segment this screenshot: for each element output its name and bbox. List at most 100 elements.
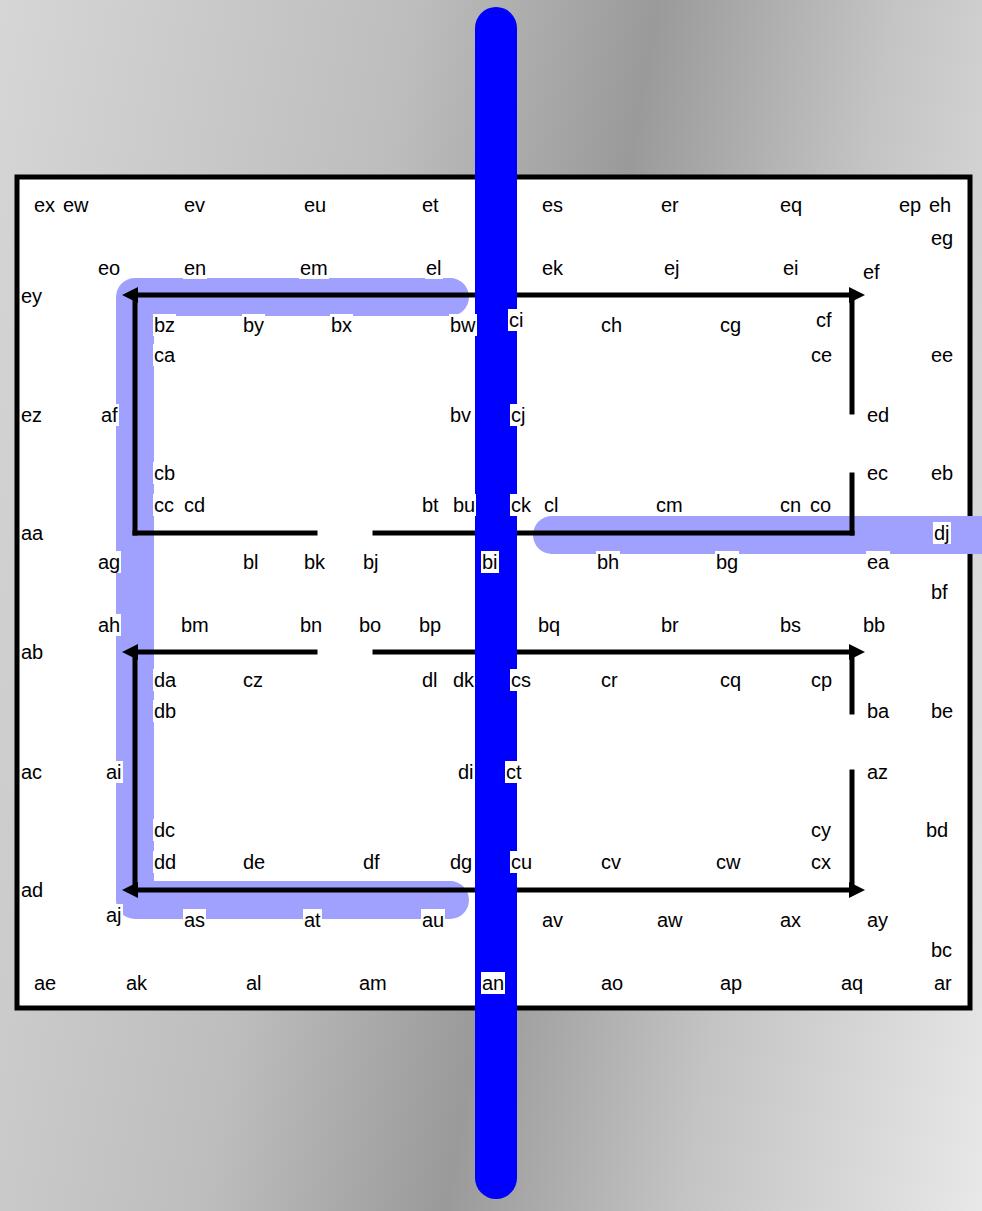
node-label: bg xyxy=(715,551,739,573)
node-label: cz xyxy=(242,669,264,691)
node-label: ep xyxy=(898,194,922,216)
node-label: cv xyxy=(600,851,622,873)
node-label: aj xyxy=(105,904,123,926)
node-label: bs xyxy=(779,614,802,636)
node-label: ag xyxy=(97,551,121,573)
node-label: ek xyxy=(541,257,564,279)
node-label: bd xyxy=(925,819,949,841)
node-label: cx xyxy=(810,851,832,873)
node-label: de xyxy=(242,851,266,873)
node-label: ab xyxy=(20,641,44,663)
node-label: bi xyxy=(481,551,499,573)
node-label: ah xyxy=(97,614,121,636)
node-label: cq xyxy=(719,669,742,691)
node-label: eq xyxy=(779,194,803,216)
node-label: cu xyxy=(510,851,533,873)
node-label: bm xyxy=(180,614,210,636)
node-label: ac xyxy=(20,761,43,783)
node-label: ew xyxy=(62,194,90,216)
node-label: bu xyxy=(452,494,476,516)
node-label: ei xyxy=(782,257,800,279)
node-label: cf xyxy=(815,309,833,331)
node-label: bb xyxy=(862,614,886,636)
node-label: at xyxy=(303,909,322,931)
node-label: bt xyxy=(421,494,440,516)
node-label: bz xyxy=(153,314,176,336)
node-label: bo xyxy=(358,614,382,636)
node-label: eh xyxy=(928,194,952,216)
node-label: cs xyxy=(510,669,532,691)
node-label: cl xyxy=(543,494,559,516)
node-label: an xyxy=(481,972,505,994)
node-label: br xyxy=(660,614,680,636)
node-label: af xyxy=(100,404,119,426)
node-label: cw xyxy=(715,851,741,873)
node-label: cm xyxy=(655,494,684,516)
node-label: bv xyxy=(449,404,472,426)
node-label: dc xyxy=(153,819,176,841)
node-label: cc xyxy=(153,494,175,516)
node-label: dg xyxy=(449,851,473,873)
node-label: ef xyxy=(862,261,881,283)
node-label: cr xyxy=(600,669,619,691)
node-label: am xyxy=(358,972,388,994)
node-label: ai xyxy=(105,761,123,783)
node-label: ap xyxy=(719,972,743,994)
node-label: cd xyxy=(183,494,206,516)
node-label: dl xyxy=(421,669,439,691)
node-label: co xyxy=(809,494,832,516)
node-label: be xyxy=(930,700,954,722)
node-label: aw xyxy=(656,909,684,931)
node-label: ba xyxy=(866,700,890,722)
node-label: et xyxy=(421,194,440,216)
node-label: ad xyxy=(20,879,44,901)
node-label: eb xyxy=(930,462,954,484)
node-label: ej xyxy=(663,257,681,279)
node-label: aa xyxy=(20,522,44,544)
node-label: db xyxy=(153,700,177,722)
node-label: cp xyxy=(810,669,833,691)
node-label: ak xyxy=(125,972,148,994)
node-label: ae xyxy=(33,972,57,994)
node-label: ev xyxy=(183,194,206,216)
node-label: em xyxy=(299,257,329,279)
node-label: au xyxy=(421,909,445,931)
node-label: ey xyxy=(20,285,43,307)
node-label: bn xyxy=(299,614,323,636)
node-label: da xyxy=(153,669,177,691)
node-label: bq xyxy=(537,614,561,636)
node-label: ct xyxy=(505,761,523,783)
node-label: eo xyxy=(97,257,121,279)
node-label: ck xyxy=(510,494,532,516)
node-label: al xyxy=(245,972,263,994)
node-label: eg xyxy=(930,227,954,249)
node-label: dd xyxy=(153,851,177,873)
node-label: ex xyxy=(33,194,56,216)
node-label: df xyxy=(362,851,381,873)
node-label: bw xyxy=(449,314,477,336)
node-label: er xyxy=(660,194,680,216)
node-label: aq xyxy=(840,972,864,994)
node-label: ci xyxy=(508,309,524,331)
node-label: bh xyxy=(596,551,620,573)
node-label: ec xyxy=(866,462,889,484)
node-label: ee xyxy=(930,344,954,366)
node-label: ca xyxy=(153,344,176,366)
node-label: eu xyxy=(303,194,327,216)
node-label: bp xyxy=(418,614,442,636)
node-label: dj xyxy=(933,522,951,544)
node-label: ax xyxy=(779,909,802,931)
node-label: bj xyxy=(362,551,380,573)
node-label: ce xyxy=(810,344,833,366)
node-label: by xyxy=(242,314,265,336)
node-label: ay xyxy=(866,909,889,931)
node-label: bk xyxy=(303,551,326,573)
node-label: en xyxy=(183,257,207,279)
blue-axis-line xyxy=(475,28,517,1178)
node-label: di xyxy=(457,761,475,783)
node-label: dk xyxy=(452,669,475,691)
node-label: cn xyxy=(779,494,802,516)
node-label: ea xyxy=(866,551,890,573)
